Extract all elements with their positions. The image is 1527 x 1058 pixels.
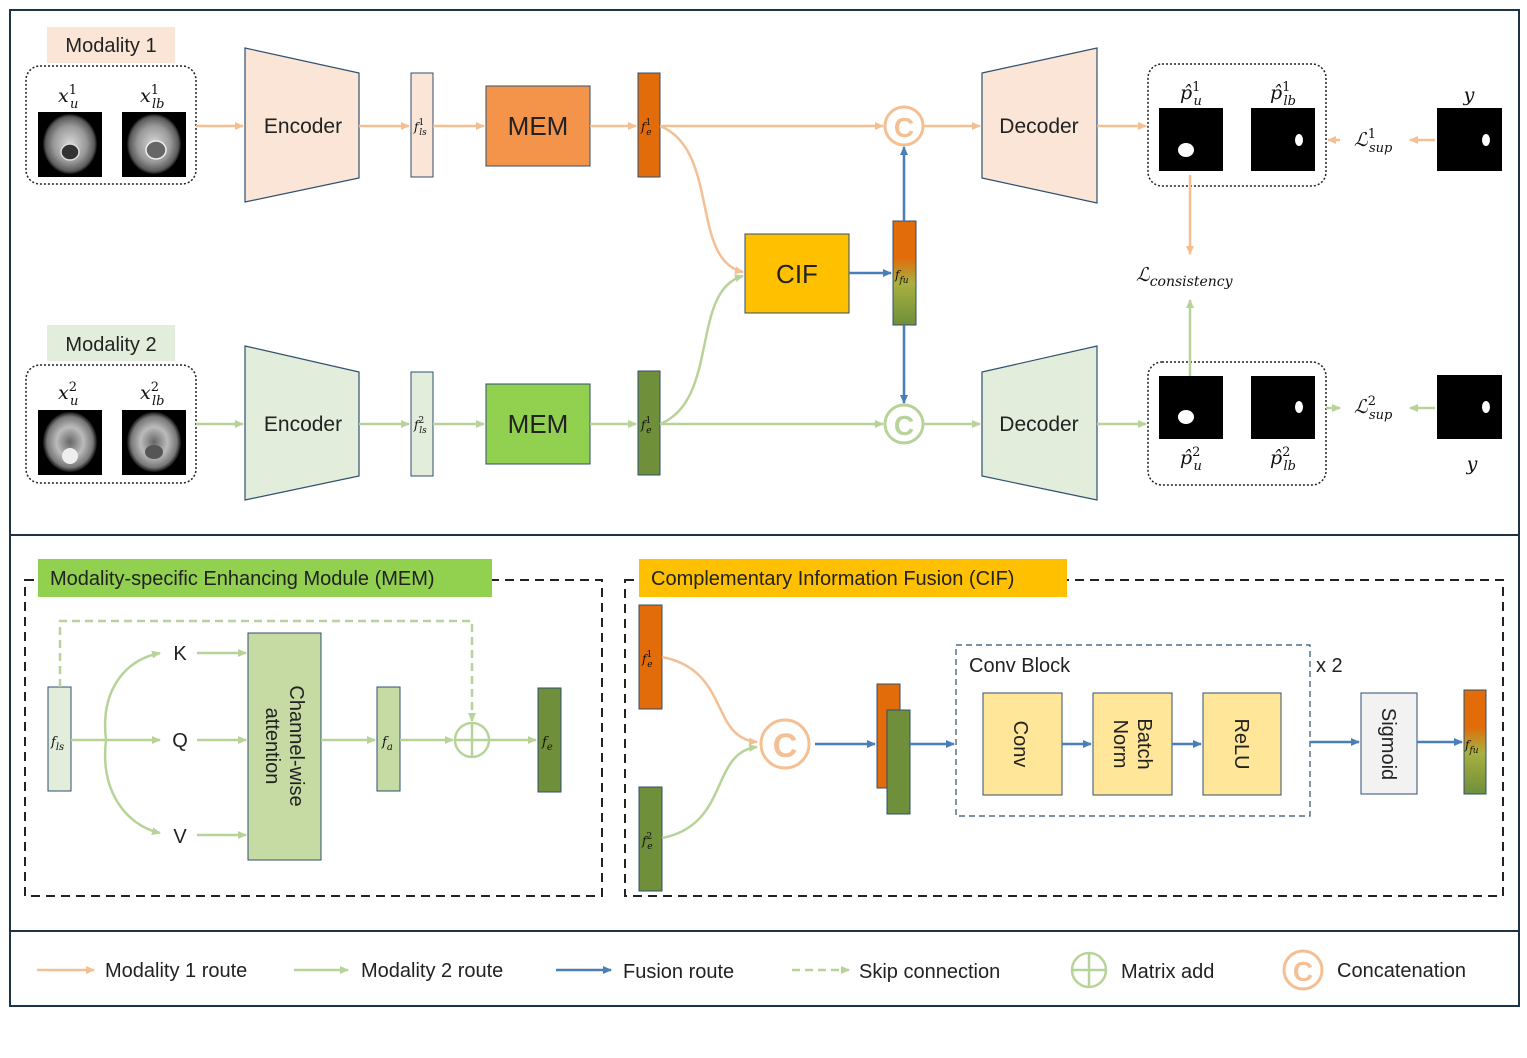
batchnorm-layer	[1092, 692, 1173, 796]
legend-panel-frame	[9, 930, 1520, 1007]
legend-add-label: Matrix add	[1121, 961, 1214, 983]
mem-panel-title-bg	[38, 559, 492, 597]
pred-mask-pu2	[1159, 376, 1223, 439]
attention-label-line1: Channel-wise	[285, 685, 307, 806]
channel-wise-attention-block	[247, 632, 322, 861]
legend-concat-symbol: C	[1293, 956, 1313, 987]
conv-block-repeat: x 2	[1316, 655, 1343, 677]
modality2-route-arrows	[196, 274, 1435, 428]
cif-panel-title: Complementary Information Fusion (CIF)	[651, 568, 1014, 590]
cif-fusion-arrows	[815, 738, 1463, 748]
cif-block	[744, 233, 850, 314]
ffu-label: ffu	[894, 268, 909, 286]
decoder-modality2	[981, 345, 1098, 501]
concat-node-modality2	[883, 403, 925, 445]
legend-skip-label: Skip connection	[859, 961, 1000, 983]
modality1-label: Modality 1	[65, 35, 156, 57]
conv-block-frame	[955, 644, 1311, 817]
mem1-label: MEM	[508, 111, 569, 141]
cif-concat-node	[759, 718, 811, 770]
ground-truth-mask-1	[1437, 108, 1502, 171]
encoder1-label: Encoder	[264, 115, 342, 138]
mem-fls-label: fls	[50, 735, 64, 753]
conv-label: Conv	[1009, 721, 1031, 768]
lconsistency-label: ℒconsistency	[1136, 264, 1234, 290]
pred-mask-plb1	[1251, 108, 1315, 171]
mem-fe-label: fe	[541, 735, 553, 753]
legend-modality1-label: Modality 1 route	[105, 960, 247, 982]
gt2-label: y	[1466, 453, 1478, 475]
mem2-label: MEM	[508, 409, 569, 439]
sigmoid-label: Sigmoid	[1377, 708, 1399, 780]
mem-arrows	[58, 619, 537, 839]
encoder-modality1	[244, 47, 360, 203]
cif-panel-title-bg	[639, 559, 1067, 597]
encoder2-label: Encoder	[264, 413, 342, 436]
mem-fe-feature	[537, 687, 562, 793]
conv-layer	[982, 692, 1063, 796]
cif-ffu-label: ffu	[1464, 738, 1479, 756]
prediction2-box	[1147, 361, 1327, 486]
attention-label-line2: attention	[261, 708, 283, 785]
batchnorm-label-line1: Batch	[1133, 718, 1155, 769]
cif-label: CIF	[776, 259, 818, 289]
modality1-label-bg	[47, 27, 175, 63]
cif-fe2-arrow	[661, 743, 758, 840]
decoder2-label: Decoder	[999, 413, 1078, 436]
decoder1-label: Decoder	[999, 115, 1078, 138]
mem-fa-feature	[376, 686, 401, 792]
gt1-label: y	[1463, 84, 1475, 106]
decoder-modality1	[981, 47, 1098, 204]
batchnorm-label-line2: Norm	[1109, 720, 1131, 769]
ground-truth-mask-2	[1437, 375, 1502, 439]
mem-panel-title: Modality-specific Enhancing Module (MEM)	[50, 568, 435, 590]
legend-fusion-label: Fusion route	[623, 961, 734, 983]
value-label: V	[173, 826, 187, 848]
mem-fa-label: fa	[381, 735, 393, 753]
cif-concat-feature-green	[886, 709, 911, 815]
relu-layer	[1202, 692, 1282, 796]
conv-block-title: Conv Block	[969, 655, 1071, 677]
modality1-route-arrows	[196, 122, 1435, 275]
cif-fe1-arrow	[661, 655, 758, 746]
cif-concat-symbol: C	[773, 727, 798, 765]
modality2-label: Modality 2	[65, 334, 156, 356]
query-label: Q	[172, 730, 188, 752]
encoder-modality2	[244, 345, 360, 501]
sigmoid-layer	[1360, 692, 1418, 795]
concat1-symbol: C	[894, 112, 914, 143]
legend-concat-label: Concatenation	[1337, 960, 1466, 982]
legend-concat-icon	[1282, 949, 1324, 991]
legend-modality2-label: Modality 2 route	[361, 960, 503, 982]
cif-ffu-feature	[1463, 689, 1487, 795]
modality2-label-bg	[47, 325, 175, 361]
fusion-route-arrows	[849, 146, 908, 404]
cif-fe2-feature	[638, 786, 663, 892]
pred-mask-pu1	[1159, 108, 1223, 171]
concat2-symbol: C	[894, 410, 914, 441]
concat-node-modality1	[883, 105, 925, 147]
pred-mask-plb2	[1251, 376, 1315, 439]
relu-label: ReLU	[1230, 718, 1252, 769]
mem-block-modality1	[485, 85, 591, 167]
key-label: K	[173, 643, 187, 665]
